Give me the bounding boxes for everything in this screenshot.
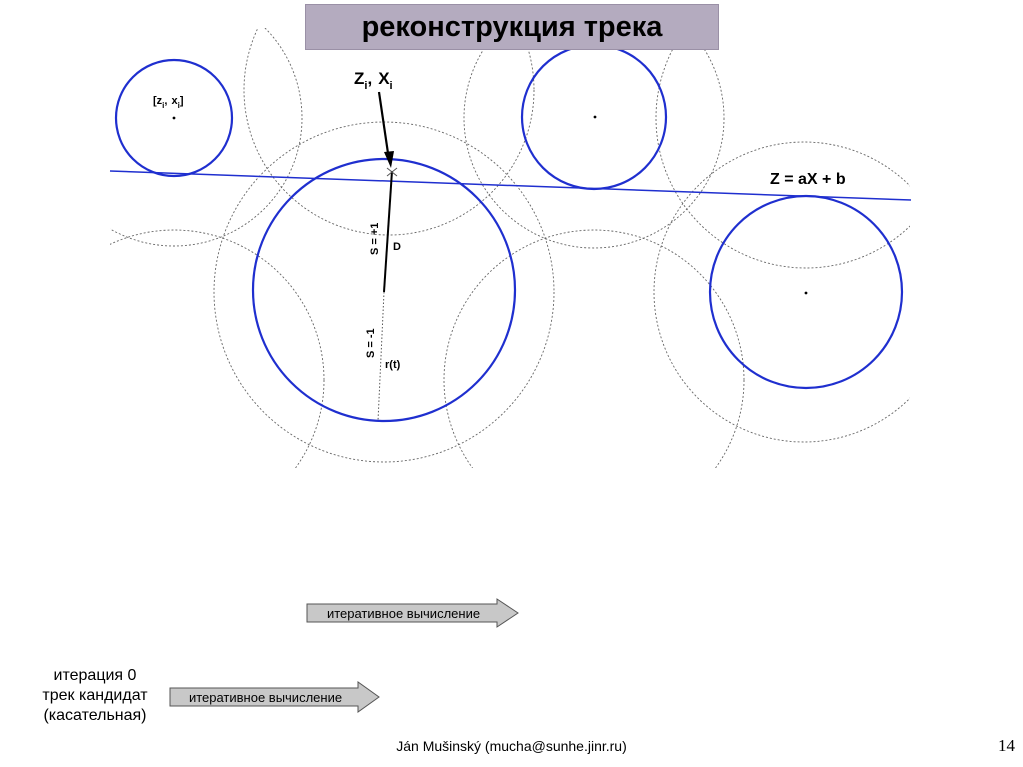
- d-label: D: [393, 241, 401, 253]
- dashed-drift-circle: [243, 28, 535, 236]
- iteration-caption: итерация 0 трек кандидат (касательная): [20, 666, 170, 726]
- track-line: [109, 170, 912, 201]
- tube-center-dot: [804, 291, 808, 295]
- hit-point-marker: [386, 167, 398, 177]
- dashed-drift-circle: [443, 229, 745, 468]
- arrow-shape: [306, 598, 519, 628]
- tube-center-dot: [172, 116, 176, 120]
- page-number: 14: [998, 736, 1015, 755]
- line-equation-label: Z = aX + b: [770, 171, 846, 188]
- iteration-line-1: итерация 0: [53, 667, 137, 684]
- tube-center-dot: [593, 115, 597, 119]
- s-minus-label: S = -1: [365, 328, 377, 358]
- iterative-arrow-top: итеративное вычисление: [306, 598, 520, 628]
- footer-author: Ján Mušinský (mucha@sunhe.jinr.ru): [396, 738, 627, 754]
- hit-coordinate-label: Zi,Xi: [354, 69, 393, 92]
- radius-line-rt: [377, 291, 385, 422]
- dashed-drift-circle: [110, 229, 325, 468]
- title-box: реконструкция трека: [305, 4, 719, 50]
- iterative-arrow-top-label: итеративное вычисление: [326, 605, 481, 621]
- slide-title: реконструкция трека: [361, 10, 663, 43]
- iteration-line-2: трек кандидат: [42, 687, 148, 704]
- arrow-shape: [169, 681, 380, 713]
- dashed-drift-circle: [463, 28, 725, 249]
- hit-pointer-arrow: [377, 91, 391, 161]
- rt-label: r(t): [385, 359, 401, 371]
- iterative-arrow-bottom: итеративное вычисление: [169, 681, 381, 713]
- hit-pointer-arrowhead: [384, 151, 394, 168]
- tube-circle-left: [114, 58, 234, 178]
- dashed-drift-circle: [110, 28, 303, 247]
- iterative-arrow-bottom-label: итеративное вычисление: [188, 689, 343, 705]
- tube-circle-center: [251, 157, 517, 423]
- iteration-line-3: (касательная): [43, 707, 147, 724]
- s-plus-label: S = +1: [369, 223, 381, 255]
- tube-center-label: [zi,xi]: [153, 95, 184, 110]
- distance-line-d: [383, 170, 393, 293]
